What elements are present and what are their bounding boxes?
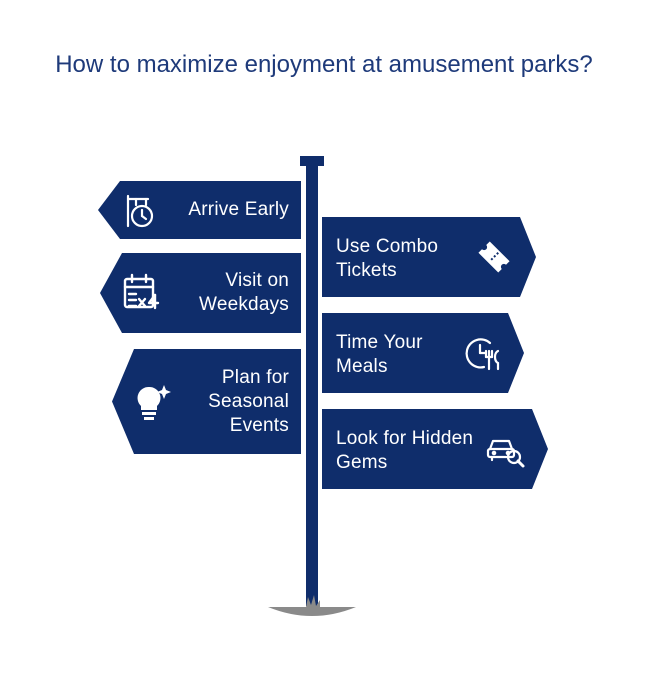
sign-combo-tickets: Use Combo Tickets xyxy=(322,217,536,297)
sign-label: Plan for Seasonal Events xyxy=(208,367,289,436)
car-search-icon xyxy=(486,429,526,469)
ticket-icon xyxy=(474,237,514,277)
sign-visit-weekdays: Visit on Weekdays xyxy=(100,253,301,333)
sign-label: Use Combo Tickets xyxy=(336,236,439,281)
sign-time-meals: Time Your Meals xyxy=(322,313,524,393)
sign-label: Arrive Early xyxy=(188,199,289,220)
sign-plan-seasonal: Plan for Seasonal Events xyxy=(112,349,301,454)
sign-label: Visit on Weekdays xyxy=(199,270,289,315)
ground-grass xyxy=(268,595,356,623)
post xyxy=(306,166,318,606)
sign-arrive-early: Arrive Early xyxy=(98,181,301,239)
clock-fork-icon xyxy=(464,333,504,373)
lightbulb-sparkle-icon xyxy=(134,381,174,421)
page-title: How to maximize enjoyment at amusement p… xyxy=(55,51,593,78)
calendar-icon xyxy=(122,273,162,313)
sign-label: Look for Hidden Gems xyxy=(336,428,474,473)
post-cap xyxy=(300,156,324,166)
sign-label: Time Your Meals xyxy=(336,332,423,377)
clock-icon xyxy=(124,192,164,232)
sign-hidden-gems: Look for Hidden Gems xyxy=(322,409,548,489)
